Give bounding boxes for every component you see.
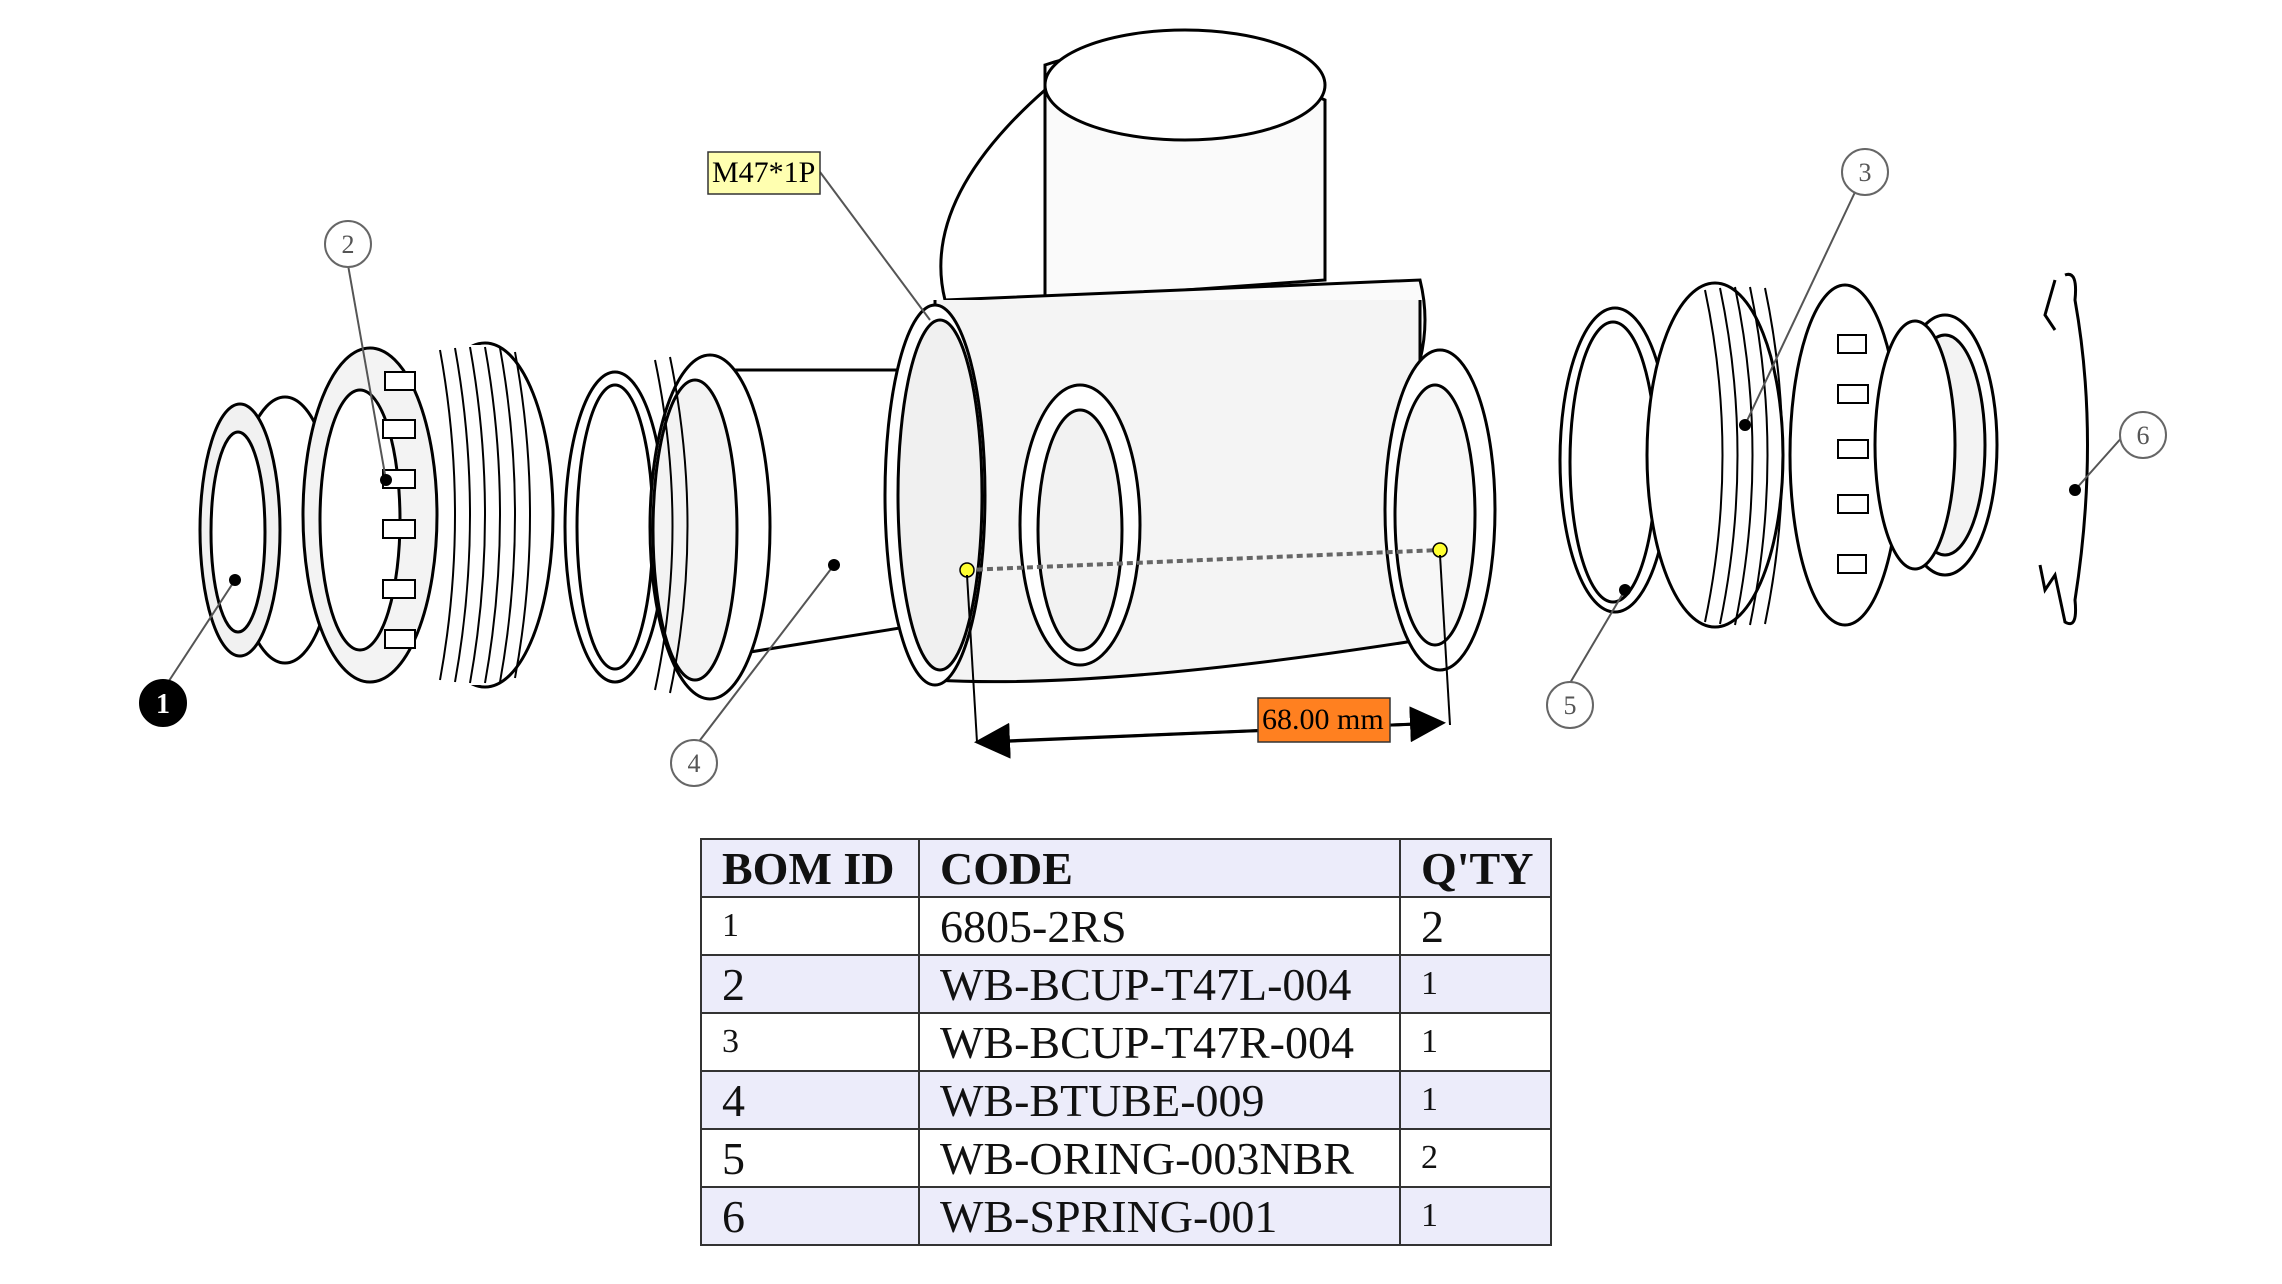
callout-5[interactable]: 5	[1546, 681, 1594, 729]
bom-code-cell: 6805-2RS	[918, 896, 1401, 956]
callout-1[interactable]: 1	[139, 679, 187, 727]
bom-table: BOM ID CODE Q'TY 1 6805-2RS 2 2 WB-BCUP-…	[700, 838, 1552, 1246]
svg-text:5: 5	[1564, 691, 1577, 720]
svg-text:6: 6	[2137, 421, 2150, 450]
table-row[interactable]: 4 WB-BTUBE-009 1	[700, 1070, 1552, 1130]
measure-start-point	[959, 562, 975, 578]
spring-part	[2038, 272, 2089, 626]
svg-text:1: 1	[156, 689, 170, 720]
leader-dots	[229, 419, 2081, 596]
callout-4[interactable]: 4	[670, 739, 718, 787]
callout-6[interactable]: 6	[2119, 411, 2167, 459]
bom-header-code: CODE	[918, 838, 1401, 898]
thread-label-tag[interactable]: M47*1P	[707, 151, 931, 321]
svg-text:4: 4	[688, 749, 701, 778]
table-row[interactable]: 5 WB-ORING-003NBR 2	[700, 1128, 1552, 1188]
dimension-label-tag[interactable]: 68.00 mm	[1257, 697, 1391, 743]
bom-id-cell: 5	[700, 1128, 920, 1188]
frame-bb-shell	[883, 28, 1497, 687]
table-row[interactable]: 1 6805-2RS 2	[700, 896, 1552, 956]
bom-code-cell: WB-BTUBE-009	[918, 1070, 1401, 1130]
left-cup-part	[301, 341, 555, 689]
bom-header-row: BOM ID CODE Q'TY	[700, 838, 1552, 898]
thread-label-text: M47*1P	[712, 156, 815, 189]
bom-qty-cell: 1	[1399, 1186, 1552, 1246]
callout-2[interactable]: 2	[324, 220, 372, 268]
bom-code-cell: WB-BCUP-T47R-004	[918, 1012, 1401, 1072]
callout-leaders	[162, 189, 2125, 749]
measure-end-point	[1432, 542, 1448, 558]
bom-code-cell: WB-BCUP-T47L-004	[918, 954, 1401, 1014]
bom-qty-cell: 1	[1399, 1012, 1552, 1072]
right-cup-part	[1645, 281, 1902, 629]
bom-code-cell: WB-ORING-003NBR	[918, 1128, 1401, 1188]
svg-text:2: 2	[342, 230, 355, 259]
bom-id-cell: 6	[700, 1186, 920, 1246]
dimension-label-text: 68.00 mm	[1262, 703, 1384, 736]
table-row[interactable]: 3 WB-BCUP-T47R-004 1	[700, 1012, 1552, 1072]
bom-code-cell: WB-SPRING-001	[918, 1186, 1401, 1246]
table-row[interactable]: 6 WB-SPRING-001 1	[700, 1186, 1552, 1246]
bom-qty-cell: 1	[1399, 954, 1552, 1014]
svg-text:3: 3	[1859, 158, 1872, 187]
callout-3[interactable]: 3	[1841, 148, 1889, 196]
bom-id-cell: 1	[700, 896, 920, 956]
table-row[interactable]: 2 WB-BCUP-T47L-004 1	[700, 954, 1552, 1014]
bom-header-id: BOM ID	[700, 838, 920, 898]
bom-id-cell: 4	[700, 1070, 920, 1130]
bom-id-cell: 2	[700, 954, 920, 1014]
exploded-assembly-diagram: M47*1P 68.00 mm 1 2 3 4 5 6	[139, 28, 2167, 787]
bom-qty-cell: 1	[1399, 1070, 1552, 1130]
bom-header-qty: Q'TY	[1399, 838, 1552, 898]
bom-qty-cell: 2	[1399, 896, 1552, 956]
bom-id-cell: 3	[700, 1012, 920, 1072]
bom-qty-cell: 2	[1399, 1128, 1552, 1188]
bearing-right-part	[1873, 313, 1999, 577]
